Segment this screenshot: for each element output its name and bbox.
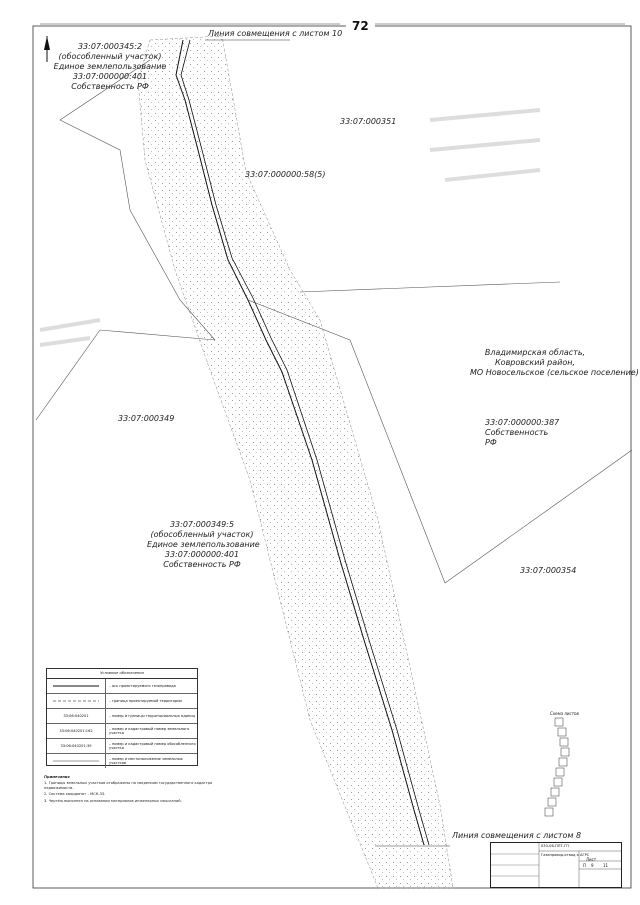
sheet-schema-title: Схема листов [550,711,579,716]
parcel-label-349-5: 33:07:000349:5(обособленный участок)Един… [147,520,260,569]
parcel-label-351: 33:07:000351 [340,117,397,126]
project-territory-zone [138,36,453,888]
pipeline-axis [175,39,425,846]
match-line-top-label: Линия совмещения с листом 10 [208,29,343,38]
legend-row: – номер и местоположение земельных участ… [47,754,197,768]
pipeline-axis-offset [180,39,430,846]
parcel-boundaries [35,59,633,584]
legend-row: 33:06:040201 – номер и границы территори… [47,709,197,724]
legend-row: 33:06:040201:39 – номер и кадастровый но… [47,739,197,754]
sheet-schema [544,717,570,817]
project-territory-boundary [137,35,454,889]
ghost-buildings [39,108,541,347]
parcel-label-349: 33:07:000349 [118,414,175,423]
page-number: 72 [346,19,375,33]
title-block: 033-06-ППТ-ГП Газопровод-отвод к АГРС Ли… [490,842,622,888]
north-arrow-icon [44,36,50,62]
parcel-label-58: 33:07:000000:58(5) [245,170,326,179]
parcel-label-354: 33:07:000354 [520,566,577,575]
region-label: Владимирская область,Ковровский район,МО… [470,348,639,377]
parcel-label-345-2: 33:07:000345:2(обособленный участок)Един… [53,42,167,91]
legend-title: Условные обозначения [47,669,197,679]
legend-row: 33:06:040201:162 – номер и кадастровый н… [47,724,197,739]
legend-row: – граница проектируемой территории [47,694,197,709]
notes: Примечания 1. Границы земельных участков… [44,775,213,803]
sheet-frame [32,25,632,889]
legend: Условные обозначения – ось проектируемог… [46,668,198,768]
legend-row: – ось проектируемого газопровода [47,679,197,694]
match-line-bottom-label: Линия совмещения с листом 8 [452,831,582,840]
